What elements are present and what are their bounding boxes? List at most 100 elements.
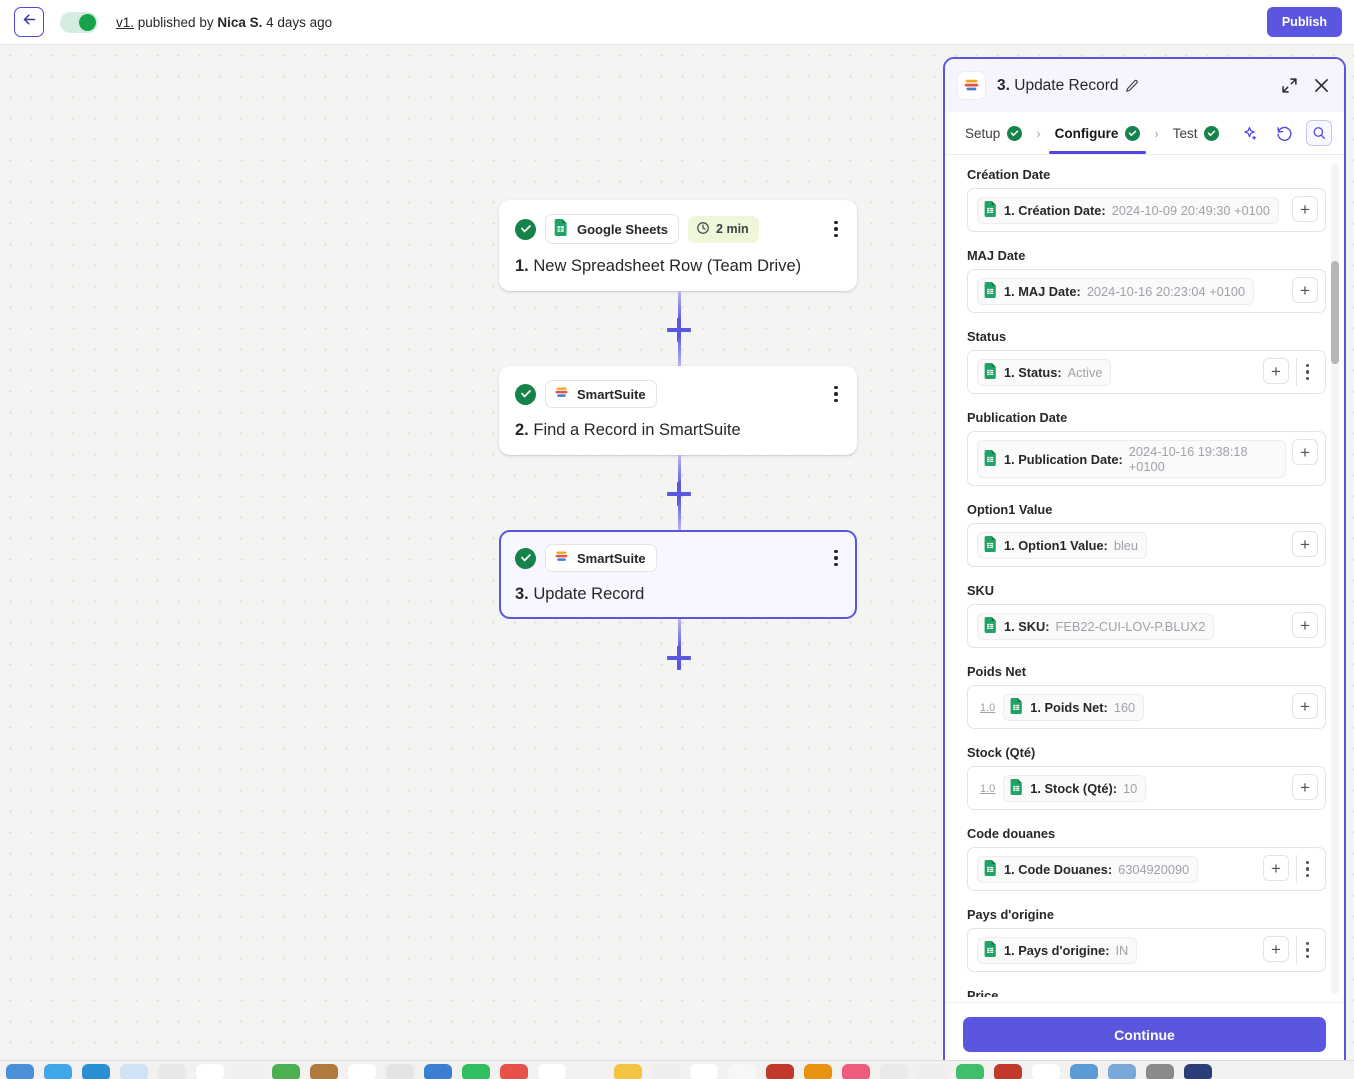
connector-1-2 bbox=[499, 291, 859, 366]
field-input[interactable]: 1. Publication Date:2024-10-16 19:38:18 … bbox=[967, 431, 1326, 486]
version-link[interactable]: v1. bbox=[116, 14, 135, 30]
dock-app-icon[interactable] bbox=[310, 1064, 338, 1079]
field-input[interactable]: 1. Création Date:2024-10-09 20:49:30 +01… bbox=[967, 188, 1326, 232]
top-bar: v1. published by Nica S. 4 days ago Publ… bbox=[0, 0, 1354, 45]
dock-app-icon[interactable] bbox=[1184, 1064, 1212, 1079]
add-variable-button[interactable]: + bbox=[1292, 693, 1318, 719]
dock-app-icon[interactable] bbox=[1070, 1064, 1098, 1079]
field-value-token[interactable]: 1. Poids Net:160 bbox=[1003, 694, 1145, 721]
dock-app-icon[interactable] bbox=[994, 1064, 1022, 1079]
dock-app-icon[interactable] bbox=[158, 1064, 186, 1079]
dock-app-icon[interactable] bbox=[728, 1064, 756, 1079]
field-value-token[interactable]: 1. MAJ Date:2024-10-16 20:23:04 +0100 bbox=[977, 278, 1255, 305]
pencil-icon[interactable] bbox=[1125, 79, 1139, 93]
field-input[interactable]: 1. SKU:FEB22-CUI-LOV-P.BLUX2 + bbox=[967, 604, 1326, 648]
add-variable-button[interactable]: + bbox=[1292, 196, 1318, 222]
token-value: 10 bbox=[1123, 781, 1138, 796]
field-input[interactable]: 1. Code Douanes:6304920090 + bbox=[967, 847, 1326, 891]
publish-button[interactable]: Publish bbox=[1266, 7, 1342, 37]
tab-test[interactable]: Test bbox=[1167, 112, 1226, 154]
node-menu-button[interactable] bbox=[831, 546, 841, 571]
token-key: 1. MAJ Date: bbox=[1004, 284, 1081, 299]
add-variable-button[interactable]: + bbox=[1263, 358, 1289, 384]
field-value-token[interactable]: 1. Code Douanes:6304920090 bbox=[977, 856, 1199, 883]
node-menu-button[interactable] bbox=[831, 382, 841, 407]
workflow-node-3[interactable]: SmartSuite 3. Update Record bbox=[499, 530, 857, 619]
dock-app-icon[interactable] bbox=[614, 1064, 642, 1079]
add-step-button-3[interactable] bbox=[667, 646, 691, 670]
field-value-token[interactable]: 1. Stock (Qté):10 bbox=[1003, 775, 1147, 802]
add-variable-button[interactable]: + bbox=[1263, 855, 1289, 881]
add-variable-button[interactable]: + bbox=[1292, 531, 1318, 557]
dock-app-icon[interactable] bbox=[1032, 1064, 1060, 1079]
expand-icon[interactable] bbox=[1281, 77, 1298, 94]
workflow-enable-toggle[interactable] bbox=[60, 11, 98, 33]
add-variable-button[interactable]: + bbox=[1292, 612, 1318, 638]
dock-app-icon[interactable] bbox=[120, 1064, 148, 1079]
continue-button[interactable]: Continue bbox=[963, 1017, 1326, 1052]
field-input[interactable]: 1. Status:Active + bbox=[967, 350, 1326, 394]
add-variable-button[interactable]: + bbox=[1263, 936, 1289, 962]
google-sheets-icon bbox=[1010, 698, 1024, 717]
field-options-button[interactable] bbox=[1296, 936, 1318, 964]
dock-app-icon[interactable] bbox=[82, 1064, 110, 1079]
token-key: 1. SKU: bbox=[1004, 619, 1050, 634]
tab-configure[interactable]: Configure bbox=[1048, 112, 1147, 154]
dock-app-icon[interactable] bbox=[652, 1064, 680, 1079]
dock-app-icon[interactable] bbox=[880, 1064, 908, 1079]
workflow-node-1[interactable]: Google Sheets 2 min 1. New Spreadsheet R… bbox=[499, 200, 857, 291]
back-button[interactable] bbox=[14, 7, 44, 37]
add-variable-button[interactable]: + bbox=[1292, 774, 1318, 800]
node-menu-button[interactable] bbox=[831, 217, 841, 242]
add-variable-button[interactable]: + bbox=[1292, 277, 1318, 303]
panel-scrollbar-thumb[interactable] bbox=[1331, 261, 1339, 364]
dock-app-icon[interactable] bbox=[690, 1064, 718, 1079]
node-index: 2. bbox=[515, 421, 529, 439]
dock-app-icon[interactable] bbox=[804, 1064, 832, 1079]
dock-app-icon[interactable] bbox=[1146, 1064, 1174, 1079]
dock-app-icon[interactable] bbox=[500, 1064, 528, 1079]
panel-scrollbar-track[interactable] bbox=[1331, 163, 1339, 994]
search-icon[interactable] bbox=[1306, 120, 1332, 146]
field-value-token[interactable]: 1. Pays d'origine:IN bbox=[977, 937, 1138, 964]
panel-fields-scroll-area[interactable]: Création Date 1. Création Date:2024-10-0… bbox=[945, 155, 1344, 1002]
field-value-token[interactable]: 1. Publication Date:2024-10-16 19:38:18 … bbox=[977, 440, 1286, 478]
dock-app-icon[interactable] bbox=[766, 1064, 794, 1079]
field-value-token[interactable]: 1. SKU:FEB22-CUI-LOV-P.BLUX2 bbox=[977, 613, 1215, 640]
dock-app-icon[interactable] bbox=[386, 1064, 414, 1079]
dock-app-icon[interactable] bbox=[576, 1064, 604, 1079]
field-input[interactable]: 1. Option1 Value:bleu + bbox=[967, 523, 1326, 567]
dock-app-icon[interactable] bbox=[348, 1064, 376, 1079]
field-input[interactable]: 1.0 1. Poids Net:160+ bbox=[967, 685, 1326, 729]
add-step-button-2[interactable] bbox=[667, 482, 691, 506]
field-options-button[interactable] bbox=[1296, 358, 1318, 386]
workflow-node-2[interactable]: SmartSuite 2. Find a Record in SmartSuit… bbox=[499, 366, 857, 455]
dock-app-icon[interactable] bbox=[842, 1064, 870, 1079]
field-value-token[interactable]: 1. Option1 Value:bleu bbox=[977, 532, 1148, 559]
node-title: 2. Find a Record in SmartSuite bbox=[515, 421, 841, 440]
dock-app-icon[interactable] bbox=[234, 1064, 262, 1079]
dock-app-icon[interactable] bbox=[272, 1064, 300, 1079]
field-options-button[interactable] bbox=[1296, 855, 1318, 883]
dock-app-icon[interactable] bbox=[196, 1064, 224, 1079]
dock-app-icon[interactable] bbox=[6, 1064, 34, 1079]
dock-app-icon[interactable] bbox=[1108, 1064, 1136, 1079]
dock-app-icon[interactable] bbox=[462, 1064, 490, 1079]
field-value-token[interactable]: 1. Création Date:2024-10-09 20:49:30 +01… bbox=[977, 197, 1280, 224]
field-input[interactable]: 1.0 1. Stock (Qté):10+ bbox=[967, 766, 1326, 810]
tab-setup[interactable]: Setup bbox=[959, 112, 1028, 154]
field-input[interactable]: 1. Pays d'origine:IN + bbox=[967, 928, 1326, 972]
dock-app-icon[interactable] bbox=[424, 1064, 452, 1079]
add-variable-button[interactable]: + bbox=[1292, 439, 1318, 465]
undo-icon[interactable] bbox=[1271, 120, 1297, 146]
add-step-button-1[interactable] bbox=[667, 318, 691, 342]
field-input[interactable]: 1. MAJ Date:2024-10-16 20:23:04 +0100 + bbox=[967, 269, 1326, 313]
dock-app-icon[interactable] bbox=[44, 1064, 72, 1079]
dock-app-icon[interactable] bbox=[918, 1064, 946, 1079]
ai-sparkle-icon[interactable] bbox=[1236, 120, 1262, 146]
field-value-token[interactable]: 1. Status:Active bbox=[977, 359, 1112, 386]
dock-app-icon[interactable] bbox=[956, 1064, 984, 1079]
field-label: Poids Net bbox=[967, 664, 1027, 679]
close-icon[interactable] bbox=[1313, 77, 1330, 94]
dock-app-icon[interactable] bbox=[538, 1064, 566, 1079]
